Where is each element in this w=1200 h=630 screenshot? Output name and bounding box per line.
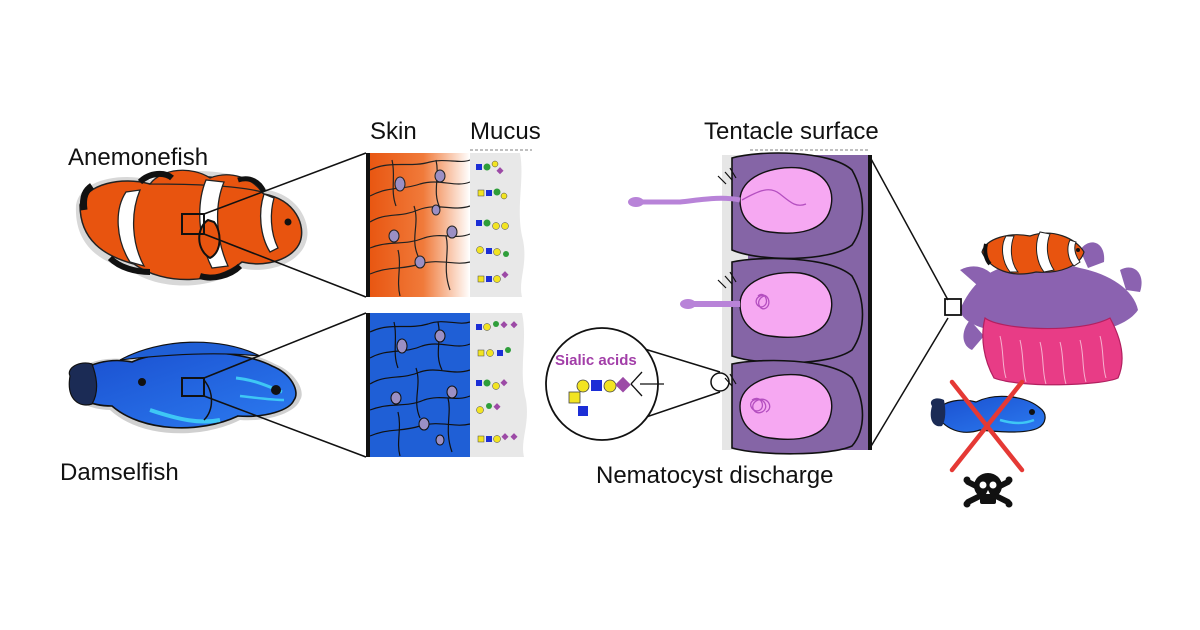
anemonefish-label: Anemonefish bbox=[68, 144, 208, 171]
zoom-line bbox=[203, 312, 367, 379]
sialic-acids-label: Sialic acids bbox=[555, 352, 637, 369]
zoom-line bbox=[869, 156, 949, 301]
sialic-acid-inset: Sialic acids bbox=[545, 327, 721, 441]
skull-crossbones-icon bbox=[963, 473, 1013, 508]
anemonefish-drawing bbox=[75, 169, 308, 286]
damselfish-small-drawing bbox=[930, 395, 1046, 433]
sea-anemone-drawing bbox=[944, 231, 1142, 386]
tentacle-surface-label: Tentacle surface bbox=[704, 118, 879, 145]
zoom-line bbox=[203, 152, 367, 215]
damselfish-skin-panel bbox=[366, 313, 527, 457]
zoom-line bbox=[869, 317, 949, 449]
zoom-line bbox=[203, 395, 367, 458]
nematocyst-cell bbox=[680, 257, 864, 364]
red-x-icon bbox=[949, 379, 1025, 473]
glycan-chains bbox=[476, 160, 509, 283]
skin-label: Skin bbox=[370, 118, 417, 145]
damselfish-label: Damselfish bbox=[60, 459, 179, 486]
mucus-label: Mucus bbox=[470, 118, 541, 145]
zoom-line bbox=[203, 233, 367, 298]
tentacle-surface-panel bbox=[628, 152, 872, 455]
nematocyst-discharge-label: Nematocyst discharge bbox=[596, 462, 833, 489]
nematocyst-cell bbox=[628, 152, 864, 260]
anemonefish-skin-panel bbox=[366, 153, 525, 297]
glycan-chains bbox=[476, 321, 518, 443]
nematocyst-cell bbox=[710, 359, 864, 455]
